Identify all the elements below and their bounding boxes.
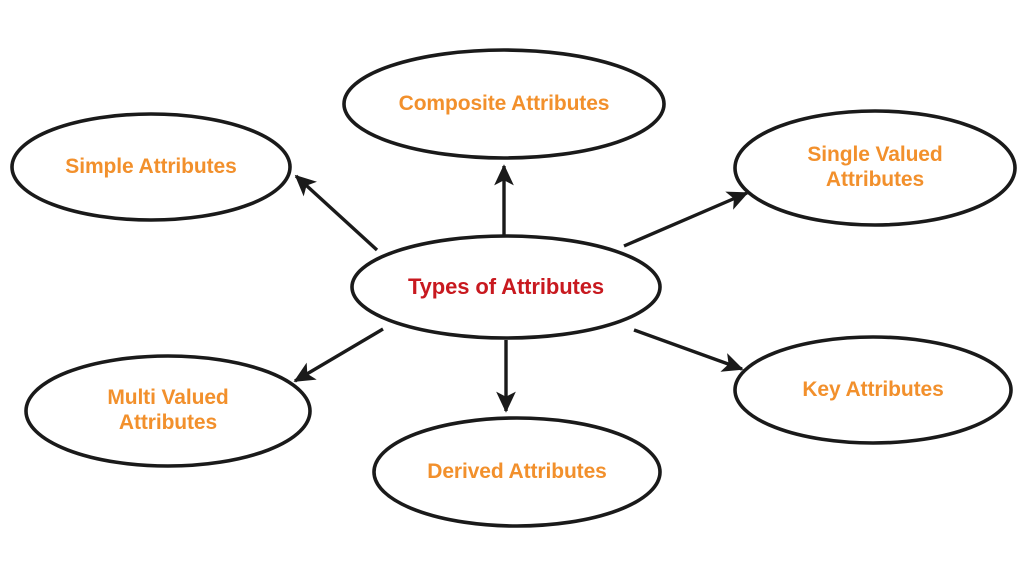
- arrow-center-to-single-valued: [623, 191, 749, 248]
- arrow-center-to-simple: [294, 174, 379, 252]
- node-ellipse-simple[interactable]: [10, 112, 292, 222]
- node-ellipse-single-valued[interactable]: [733, 109, 1017, 227]
- arrow-center-to-key: [633, 328, 744, 372]
- arrow-center-to-multi-valued: [293, 327, 384, 383]
- node-ellipse-key[interactable]: [733, 335, 1013, 445]
- node-ellipse-derived[interactable]: [372, 416, 662, 528]
- node-ellipses: [10, 48, 1017, 528]
- node-ellipse-composite[interactable]: [342, 48, 666, 160]
- node-ellipse-center[interactable]: [350, 234, 662, 340]
- connector-arrows: [293, 164, 749, 413]
- node-ellipse-multi-valued[interactable]: [24, 354, 312, 468]
